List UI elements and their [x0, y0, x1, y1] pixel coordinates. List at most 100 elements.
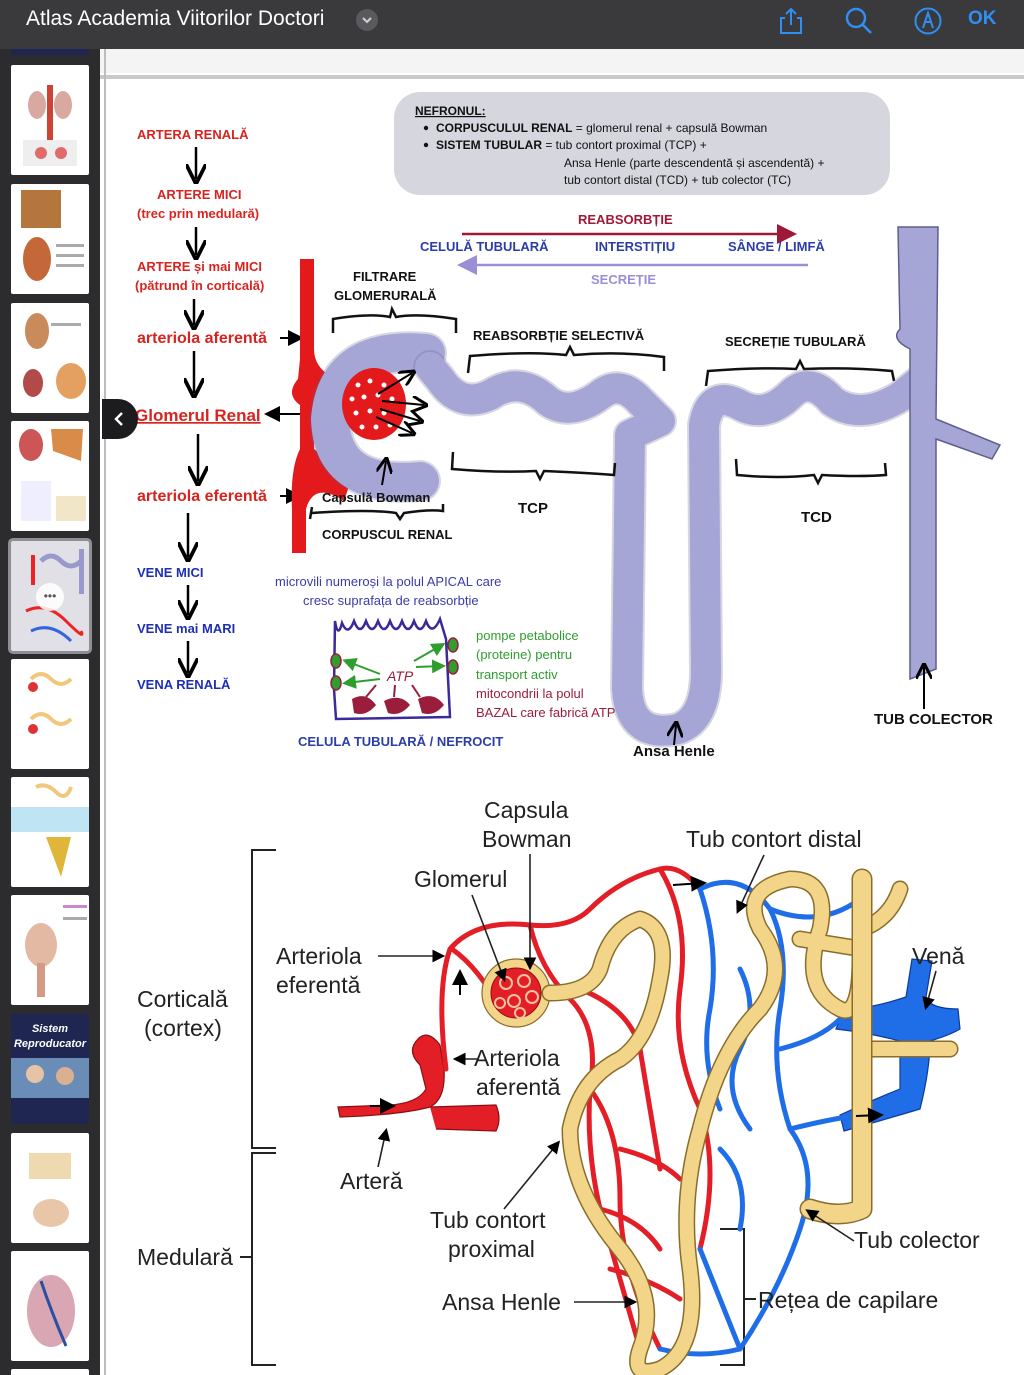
page-thumbnail[interactable]	[11, 421, 89, 531]
brace-secretie	[704, 358, 896, 387]
label-arteriola-eferenta-2b: eferentă	[276, 972, 361, 998]
share-icon[interactable]	[776, 6, 806, 36]
brace-filtrare	[331, 305, 458, 333]
pump-icon	[447, 637, 459, 653]
page-thumbnail[interactable]	[11, 184, 89, 294]
page-thumbnail[interactable]	[11, 659, 89, 769]
label-ansa-henle: Ansa Henle	[633, 743, 715, 760]
label-reabsorbtie-selectiva: REABSORBȚIE SELECTIVĂ	[473, 328, 645, 343]
label-artere-mici: ARTERE MICI	[157, 187, 242, 202]
pump-icon	[447, 659, 459, 675]
nefron-definition-box	[394, 92, 890, 195]
label-atp: ATP	[386, 668, 414, 684]
page-thumbnail-current[interactable]: •••	[8, 538, 92, 654]
label-mito-1: mitocondrii la polul	[476, 686, 584, 701]
more-icon[interactable]: •••	[36, 583, 64, 611]
tub-colector-vessel	[895, 226, 1002, 681]
leader-tub-distal	[736, 854, 765, 914]
page-thumbnail[interactable]	[11, 49, 89, 55]
label-secretie: SECREȚIE	[591, 272, 656, 287]
page-divider	[100, 75, 1024, 79]
label-retea-capilare: Rețea de capilare	[758, 1287, 938, 1313]
label-tcd: TCD	[801, 509, 832, 526]
page-thumbnail[interactable]	[11, 1251, 89, 1361]
label-interstitiu: INTERSTIȚIU	[595, 239, 675, 254]
nefron-box-title: NEFRONUL:	[415, 104, 486, 118]
chevron-down-icon[interactable]	[356, 9, 378, 31]
document-title[interactable]: Atlas Academia Viitorilor Doctori	[26, 7, 325, 30]
label-capsula-bowman: Capsulă Bowman	[322, 490, 430, 505]
nefron-item-2-line2: Ansa Henle (parte descendentă și ascende…	[564, 156, 825, 170]
label-pompe-3: transport activ	[476, 667, 558, 682]
label-sange-limfa: SÂNGE / LIMFĂ	[728, 239, 825, 254]
markup-icon[interactable]	[913, 6, 943, 36]
nefron-item-2: SISTEM TUBULAR = tub contort proximal (T…	[436, 138, 707, 152]
collapse-sidebar-button[interactable]	[102, 399, 138, 439]
label-tub-contort-proximal-a: Tub contort	[430, 1207, 546, 1233]
label-bowman: Bowman	[482, 826, 571, 852]
previous-page-edge	[100, 49, 1024, 73]
label-pompe-2: (proteine) pentru	[476, 647, 572, 662]
mitochondrion-icon	[352, 696, 376, 714]
up-arrow-icon	[382, 461, 386, 486]
artery-vessel-2	[337, 1034, 445, 1118]
brace-tcd	[734, 458, 888, 486]
page-thumbnail[interactable]	[11, 1369, 89, 1375]
label-filtrare: FILTRARE	[353, 269, 417, 284]
nephron-schematic: ARTERA RENALĂ ARTERE MICI (trec prin med…	[135, 92, 1002, 760]
tubule-system	[541, 868, 959, 1375]
bullet-icon	[423, 142, 429, 148]
page-thumbnail[interactable]	[11, 65, 89, 175]
leader-vena	[922, 970, 937, 1011]
filtration-arrows	[375, 373, 424, 433]
label-arteriola-eferenta-2a: Arteriola	[276, 943, 362, 969]
nephron-anatomy-illustration: Corticală (cortex) Medulară	[137, 797, 980, 1375]
thumbnail-title: Sistem	[31, 1023, 69, 1035]
up-arrow-icon	[674, 725, 676, 746]
atp-arrows	[365, 684, 421, 698]
label-vene-mici: VENE MICI	[137, 565, 203, 580]
label-pompe-1: pompe petabolice	[476, 628, 579, 643]
page-thumbnail[interactable]	[11, 777, 89, 887]
label-celula-tubulara: CELULĂ TUBULARĂ	[420, 239, 549, 254]
label-glomerul-2: Glomerul	[414, 866, 507, 892]
brace-reabsorbtie	[466, 344, 666, 374]
artery-vessel	[291, 259, 350, 553]
nefron-item-2-line3: tub contort distal (TCD) + tub colector …	[564, 173, 791, 187]
page-thumbnail[interactable]	[11, 303, 89, 413]
mitochondrion-icon	[384, 697, 410, 714]
leader-artera	[377, 1127, 391, 1168]
label-artera-renala: ARTERA RENALĂ	[137, 127, 249, 142]
tubular-cell-icon	[332, 615, 452, 721]
glomerulus-dots	[349, 378, 395, 430]
label-glomerulara: GLOMERURALĂ	[334, 288, 437, 303]
brace-corpuscul	[308, 504, 445, 522]
label-mito-2: BAZAL care fabrică ATP	[476, 705, 615, 720]
mitochondrion-icon	[418, 696, 444, 714]
page-thumbnail[interactable]	[11, 1133, 89, 1243]
label-tub-colector: TUB COLECTOR	[874, 711, 993, 728]
nefron-item-1-rest: = glomerul renal + capsulă Bowman	[572, 121, 767, 135]
document-page: ARTERA RENALĂ ARTERE MICI (trec prin med…	[100, 49, 1024, 1375]
nefron-item-2-bold: SISTEM TUBULAR	[436, 138, 542, 152]
search-icon[interactable]	[844, 6, 874, 36]
label-tub-contort-proximal-b: proximal	[448, 1236, 535, 1262]
glomerulus-icon	[342, 368, 406, 440]
label-tcp: TCP	[518, 500, 548, 517]
nefron-item-2-rest: = tub contort proximal (TCP) +	[542, 138, 707, 152]
label-vena: Venă	[912, 943, 965, 969]
label-tub-colector-2: Tub colector	[854, 1227, 980, 1253]
label-cortex: (cortex)	[144, 1015, 222, 1041]
pump-icon	[330, 675, 342, 691]
label-arteriola-aferenta: arteriola aferentă	[137, 330, 267, 347]
page-thumbnail[interactable]	[11, 895, 89, 1005]
label-tub-contort-distal: Tub contort distal	[686, 826, 862, 852]
label-arteriola-eferenta: arteriola eferentă	[137, 488, 267, 505]
leader-tub-colector	[805, 1209, 855, 1242]
label-arteriola-aferenta-2b: aferentă	[476, 1074, 561, 1100]
ok-button[interactable]: OK	[968, 8, 997, 29]
label-reabsorbtie: REABSORBȚIE	[578, 212, 673, 227]
pump-icon	[330, 653, 342, 669]
